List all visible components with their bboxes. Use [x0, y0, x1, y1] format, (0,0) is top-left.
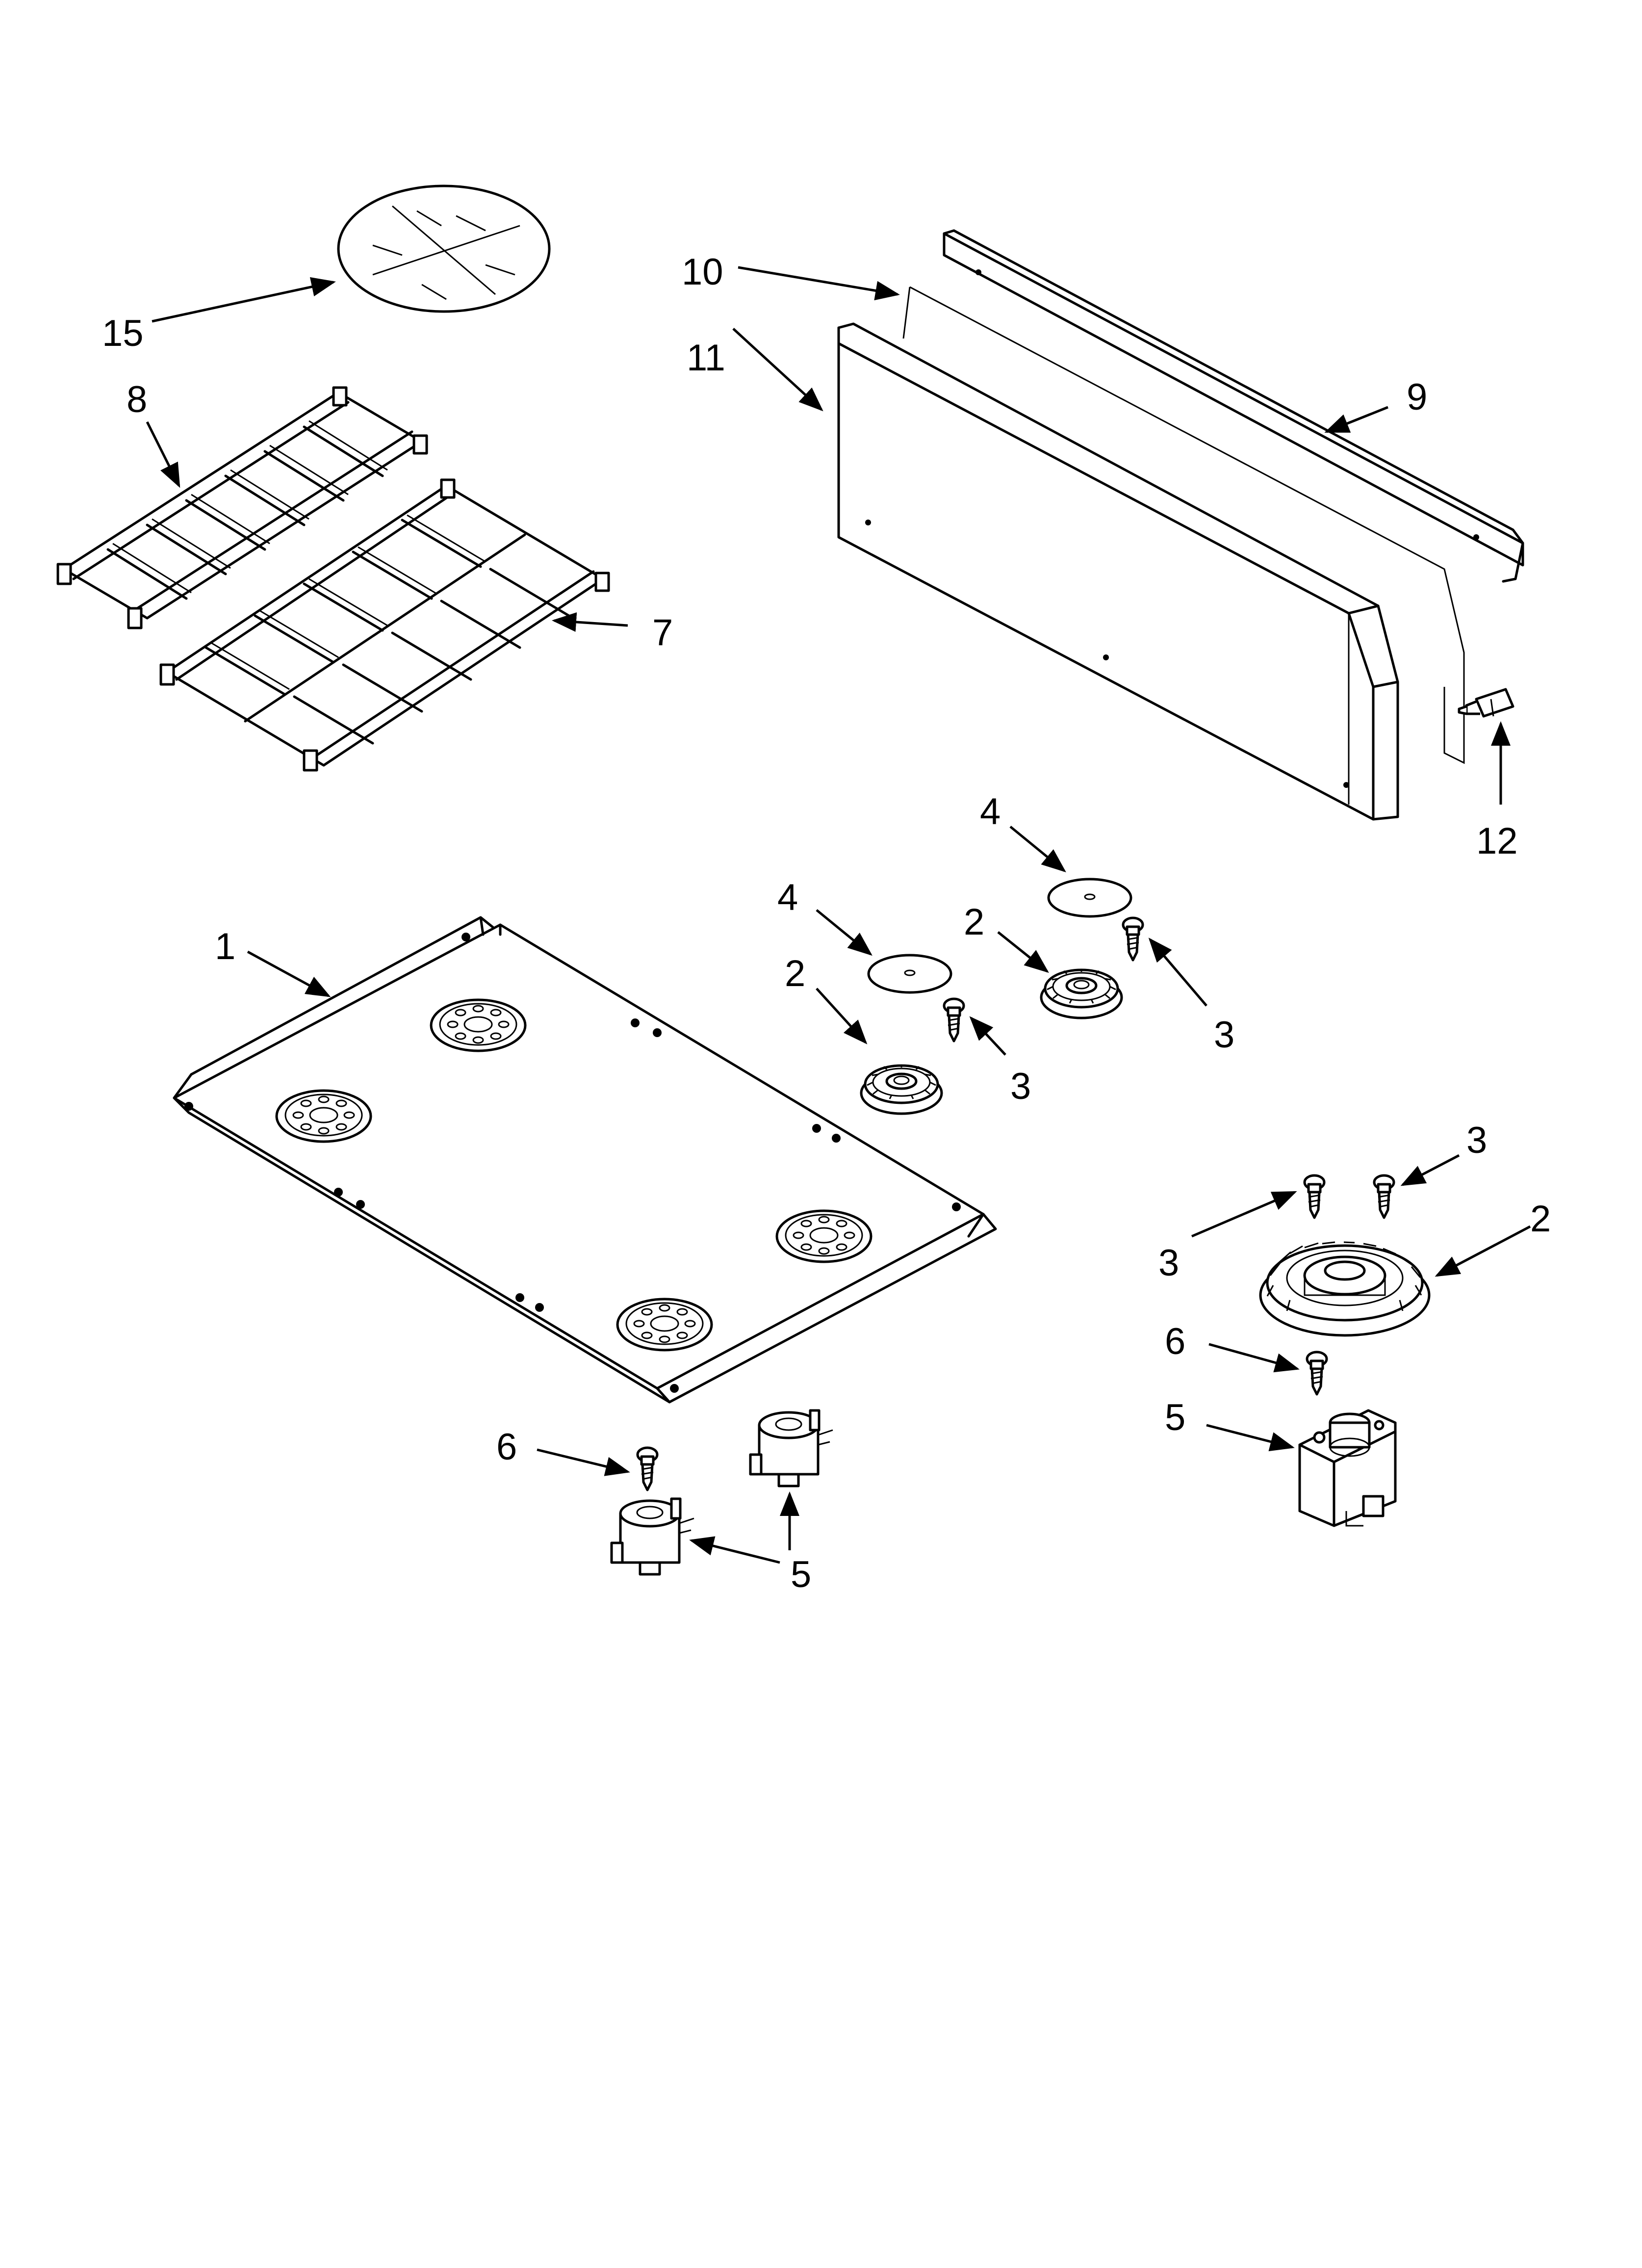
callout-4-right: 4	[980, 791, 1001, 833]
valve-part-5-lower	[612, 1499, 694, 1574]
callout-12: 12	[1476, 820, 1518, 862]
screw-part-6-right	[1307, 1352, 1327, 1394]
trim-strip-part-9	[943, 229, 1524, 583]
callout-3-right: 3	[1214, 1014, 1234, 1056]
callout-7: 7	[652, 612, 673, 653]
callout-labels: 15 8 7 10 11 9 12 1 4 4 2 2 2 3 3 3 3 6 …	[102, 251, 1551, 1595]
callout-2-large: 2	[1530, 1198, 1551, 1240]
grate-part-7	[159, 478, 610, 772]
callout-1: 1	[215, 926, 235, 967]
callout-3-left: 3	[1010, 1066, 1031, 1107]
screw-part-3-right	[1123, 918, 1143, 960]
screw-part-3-large-right	[1374, 1175, 1394, 1218]
callout-9: 9	[1407, 376, 1427, 418]
callout-6-right: 6	[1165, 1321, 1185, 1362]
valve-part-5-upper	[750, 1410, 833, 1486]
burner-head-part-2-left	[861, 1065, 942, 1114]
callout-15: 15	[102, 313, 144, 354]
backguard-panel-part-11	[837, 322, 1399, 821]
burner-base-part-5-large	[1298, 1409, 1397, 1527]
callout-4-left: 4	[777, 877, 798, 918]
screw-part-3-left	[944, 999, 964, 1041]
callout-8: 8	[127, 379, 147, 420]
cooktop-pan-part-1	[173, 916, 997, 1404]
burner-cap-part-4-right	[1049, 879, 1131, 916]
callout-6-left: 6	[496, 1426, 517, 1468]
callout-2-right: 2	[964, 901, 984, 943]
callout-2-left: 2	[785, 953, 805, 994]
burner-head-part-2-large	[1259, 1241, 1431, 1337]
callout-3-large-right: 3	[1466, 1120, 1487, 1161]
callout-5-large: 5	[1165, 1397, 1185, 1438]
screw-part-12	[1458, 688, 1514, 718]
screw-part-6-left	[638, 1448, 657, 1490]
leader-lines	[146, 266, 1531, 1564]
callout-10: 10	[682, 251, 723, 293]
grate-part-8	[56, 386, 428, 629]
grate-mat-part-15	[337, 184, 551, 313]
screw-part-3-large-left	[1305, 1175, 1324, 1218]
burner-head-part-2-right	[1041, 969, 1122, 1018]
callout-5-small: 5	[791, 1554, 811, 1595]
callout-3-large-left: 3	[1158, 1242, 1179, 1284]
callout-11: 11	[687, 337, 725, 379]
burner-cap-part-4-left	[869, 955, 951, 992]
